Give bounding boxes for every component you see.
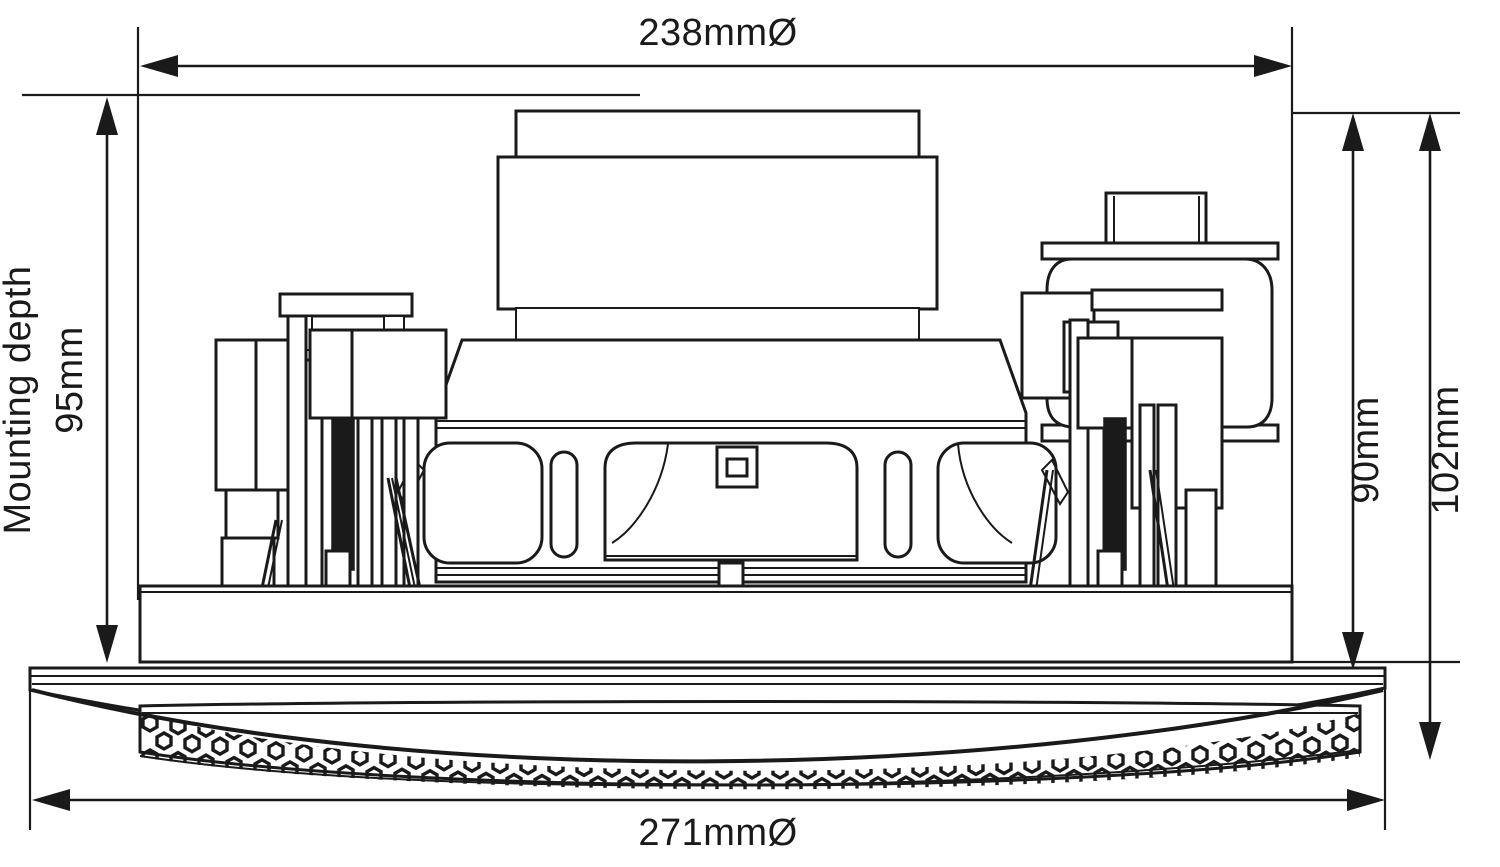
left-mounting-bracket — [214, 292, 448, 590]
terminal-block — [715, 445, 759, 489]
basket-slot-left — [549, 450, 579, 559]
dimension-238mm: 238mmØ — [140, 12, 1292, 77]
dimension-271mm: 271mmØ — [28, 676, 1387, 854]
basket-center-window — [603, 441, 859, 562]
speaker-basket — [396, 338, 1070, 597]
basket-window-left — [422, 441, 544, 565]
dimension-102mm: 102mm — [1419, 113, 1467, 760]
dimension-271mm-label: 271mmØ — [638, 812, 797, 854]
right-mounting-bracket — [1020, 191, 1280, 592]
bezel-flange — [28, 666, 1387, 790]
left-threaded-screw — [331, 417, 355, 571]
ceiling-plate — [138, 584, 1294, 664]
magnet-assembly — [496, 109, 939, 341]
basket-slot-right — [883, 450, 913, 559]
dimension-102mm-label: 102mm — [1425, 385, 1467, 514]
dimension-95mm: 95mm — [49, 97, 118, 663]
mounting-depth-caption-label: Mounting depth — [0, 266, 39, 535]
dimension-95mm-label: 95mm — [49, 326, 91, 434]
top-dimension-extension-lines — [22, 27, 1294, 600]
dimension-90mm-label: 90mm — [1345, 396, 1387, 504]
right-threaded-screw — [1103, 417, 1127, 571]
basket-window-right — [936, 441, 1058, 565]
dimension-90mm: 90mm — [1292, 111, 1460, 670]
dimension-238mm-label: 238mmØ — [638, 12, 797, 54]
